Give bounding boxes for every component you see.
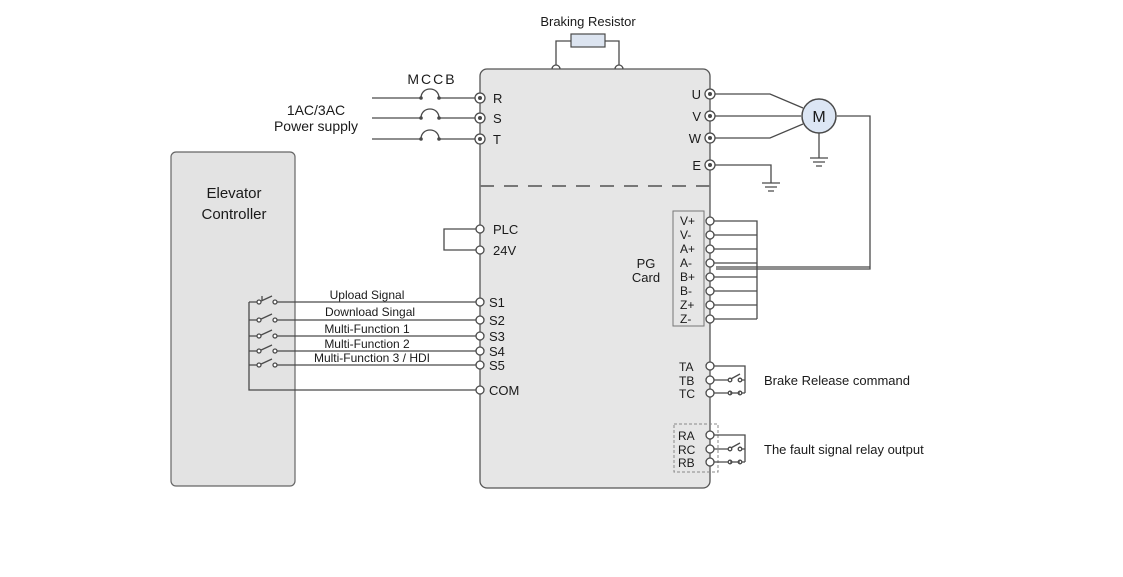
power-supply-line1: 1AC/3AC [287, 102, 345, 118]
terminal-24v: 24V [493, 243, 516, 258]
fault-relay-label: The fault signal relay output [764, 442, 924, 457]
pg-terminal-a-minus: A- [680, 256, 692, 270]
pg-terminal-z-minus: Z- [680, 312, 691, 326]
motor-label: M [812, 109, 825, 126]
fault-relay [705, 430, 746, 467]
controller-label-line2: Controller [201, 206, 266, 223]
terminal-s: S [493, 111, 502, 126]
controller-label-line1: Elevator [206, 185, 261, 202]
terminal-s2: S2 [489, 313, 505, 328]
terminal-u: U [692, 87, 701, 102]
terminal-plc: PLC [493, 222, 518, 237]
inverter-body [479, 68, 711, 489]
signal-label-mf3: Multi-Function 3 / HDI [314, 351, 430, 365]
pg-terminal-a-plus: A+ [680, 242, 695, 256]
terminal-tb: TB [679, 374, 694, 388]
motor-symbol [801, 98, 837, 134]
braking-resistor-label: Braking Resistor [540, 14, 636, 29]
pg-card-terminals [705, 216, 758, 324]
output-terminals [704, 88, 716, 171]
pg-card-box [672, 210, 705, 327]
mccb-breakers [372, 88, 475, 141]
terminal-s3: S3 [489, 329, 505, 344]
terminal-v: V [692, 109, 701, 124]
elevator-controller-box [170, 151, 296, 487]
mccb-label: MCCB [407, 71, 456, 87]
plc-jumper [443, 224, 485, 255]
fault-relay-box [673, 423, 719, 473]
pg-terminal-v-minus: V- [680, 228, 691, 242]
terminal-e: E [692, 158, 701, 173]
terminal-s4: S4 [489, 344, 505, 359]
terminal-ra: RA [678, 429, 695, 443]
motor-wiring [715, 93, 871, 270]
pg-terminal-v-plus: V+ [680, 214, 695, 228]
terminal-ta: TA [679, 360, 693, 374]
signal-label-upload: Upload Signal [330, 288, 405, 302]
brake-release-label: Brake Release command [764, 373, 910, 388]
terminal-tc: TC [679, 387, 695, 401]
terminal-rb: RB [678, 456, 695, 470]
terminal-s1: S1 [489, 295, 505, 310]
pg-terminal-z-plus: Z+ [680, 298, 694, 312]
terminal-t: T [493, 132, 501, 147]
signal-wiring [248, 295, 485, 395]
terminal-w: W [689, 131, 702, 146]
terminal-r: R [493, 91, 502, 106]
pg-terminal-b-minus: B- [680, 284, 692, 298]
terminal-rc: RC [678, 443, 696, 457]
terminal-com: COM [489, 383, 519, 398]
pg-card-label-line1: PG [637, 256, 656, 271]
pg-card-label-line2: Card [632, 270, 660, 285]
signal-label-mf2: Multi-Function 2 [324, 337, 410, 351]
signal-label-download: Download Singal [325, 305, 415, 319]
brake-relay [705, 361, 746, 398]
signal-label-mf1: Multi-Function 1 [324, 322, 410, 336]
braking-resistor [551, 33, 624, 74]
input-terminals [474, 92, 486, 145]
power-supply-line2: Power supply [274, 118, 358, 134]
pg-terminal-b-plus: B+ [680, 270, 695, 284]
terminal-s5: S5 [489, 358, 505, 373]
